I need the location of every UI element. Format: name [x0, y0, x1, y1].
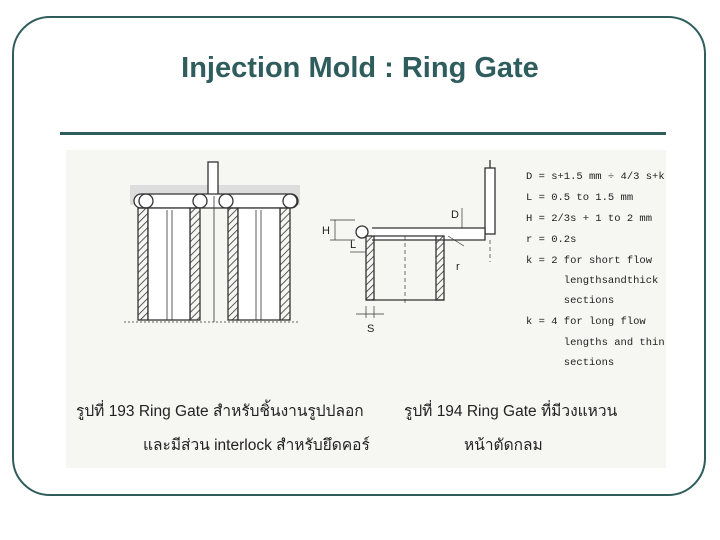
formula-line: r = 0.2s: [526, 234, 577, 246]
dimension-d-label: D: [451, 209, 459, 221]
dimension-s-label: S: [367, 323, 374, 335]
caption-figure-193-line1: รูปที่ 193 Ring Gate สำหรับชิ้นงานรูปปลอ…: [76, 403, 364, 420]
formula-line: sections: [526, 357, 615, 369]
formula-line: L = 0.5 to 1.5 mm: [526, 192, 634, 204]
dimension-h-label: H: [322, 225, 330, 237]
figure-194-drawing: [330, 160, 496, 318]
formula-line: lengths and thin: [526, 337, 665, 349]
formula-line: D = s+1.5 mm ÷ 4/3 s+k: [526, 171, 665, 183]
caption-figure-194-line2: หน้าตัดกลม: [464, 437, 543, 454]
formula-line: lengthsandthick: [526, 275, 659, 287]
dimension-r-label: r: [456, 261, 460, 273]
formula-line: H = 2/3s + 1 to 2 mm: [526, 213, 653, 225]
slide-title: Injection Mold : Ring Gate: [181, 52, 539, 84]
formula-line: sections: [526, 295, 615, 307]
caption-figure-194-line1: รูปที่ 194 Ring Gate ที่มีวงแหวน: [404, 403, 618, 420]
formula-line: k = 4 for long flow: [526, 316, 646, 328]
figure-193-drawing: [124, 161, 300, 323]
title-divider: [60, 132, 666, 135]
dimension-l-label: L: [350, 239, 356, 251]
formula-line: k = 2 for short flow: [526, 255, 653, 267]
caption-figure-193-line2: และมีส่วน interlock สำหรับยึดคอร์: [143, 437, 370, 454]
